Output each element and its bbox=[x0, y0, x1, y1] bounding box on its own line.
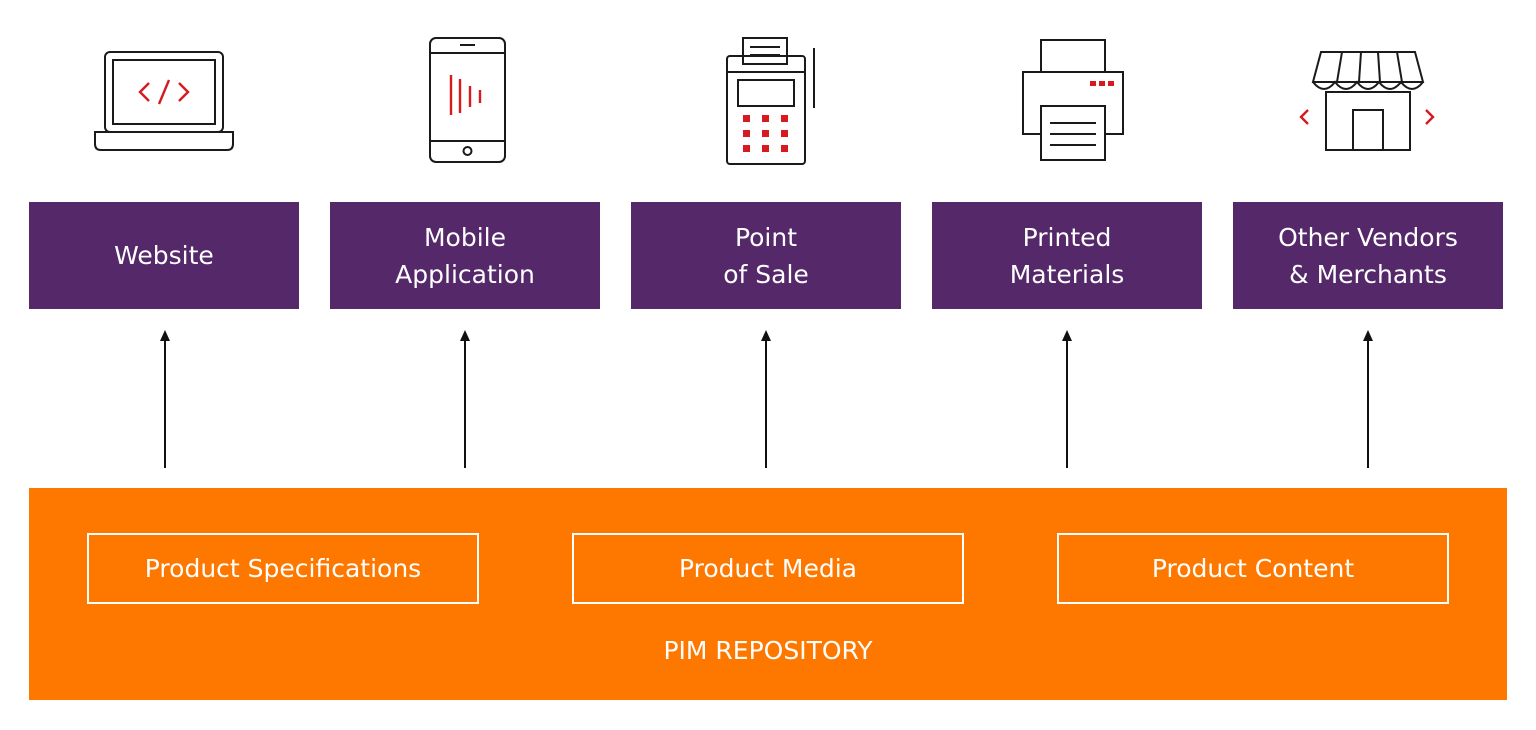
arrow-to-website bbox=[158, 330, 172, 470]
channel-mobile-application: Mobile Application bbox=[330, 202, 600, 309]
storefront-icon bbox=[1293, 30, 1443, 170]
channel-printed-materials: Printed Materials bbox=[932, 202, 1202, 309]
arrow-to-mobile-application bbox=[458, 330, 472, 470]
channel-point-of-sale: Point of Sale bbox=[631, 202, 901, 309]
arrow-to-printed-materials bbox=[1060, 330, 1074, 470]
printer-icon bbox=[998, 30, 1148, 170]
pim-repository: Product Specifications Product Media Pro… bbox=[29, 488, 1507, 700]
channel-website: Website bbox=[29, 202, 299, 309]
arrow-to-other-vendors bbox=[1361, 330, 1375, 470]
facet-product-media: Product Media bbox=[572, 533, 964, 604]
pos-terminal-icon bbox=[693, 30, 843, 170]
repository-title: PIM REPOSITORY bbox=[663, 636, 873, 665]
facet-product-specifications: Product Specifications bbox=[87, 533, 479, 604]
arrow-to-point-of-sale bbox=[759, 330, 773, 470]
smartphone-icon bbox=[392, 30, 542, 170]
channel-other-vendors: Other Vendors & Merchants bbox=[1233, 202, 1503, 309]
laptop-code-icon bbox=[89, 30, 239, 170]
facet-product-content: Product Content bbox=[1057, 533, 1449, 604]
